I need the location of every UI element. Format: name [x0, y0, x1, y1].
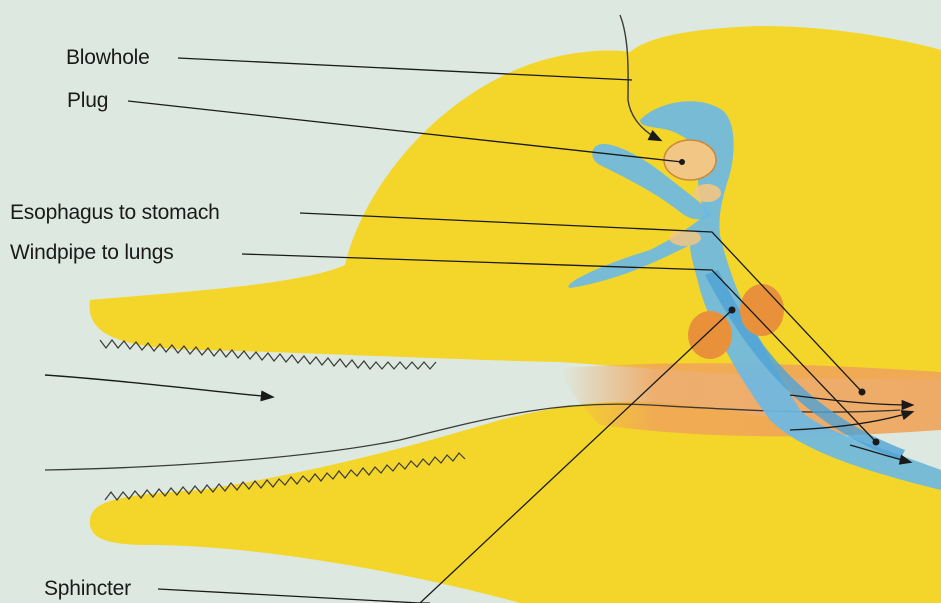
plug-shape — [664, 140, 716, 180]
sphincter-leader-dot — [729, 307, 736, 314]
plug-detail-lower — [669, 230, 701, 246]
label-windpipe: Windpipe to lungs — [10, 242, 174, 263]
plug-detail — [693, 184, 721, 202]
label-sphincter: Sphincter — [44, 578, 131, 599]
windpipe-leader-dot — [873, 439, 880, 446]
plug-leader-dot — [679, 159, 685, 165]
sphincter-lobe-left — [688, 311, 732, 359]
label-esophagus: Esophagus to stomach — [10, 202, 220, 223]
label-blowhole: Blowhole — [66, 47, 150, 68]
label-plug: Plug — [67, 90, 108, 111]
esophagus-leader-dot — [859, 389, 866, 396]
sphincter-lobe-right — [740, 284, 784, 336]
